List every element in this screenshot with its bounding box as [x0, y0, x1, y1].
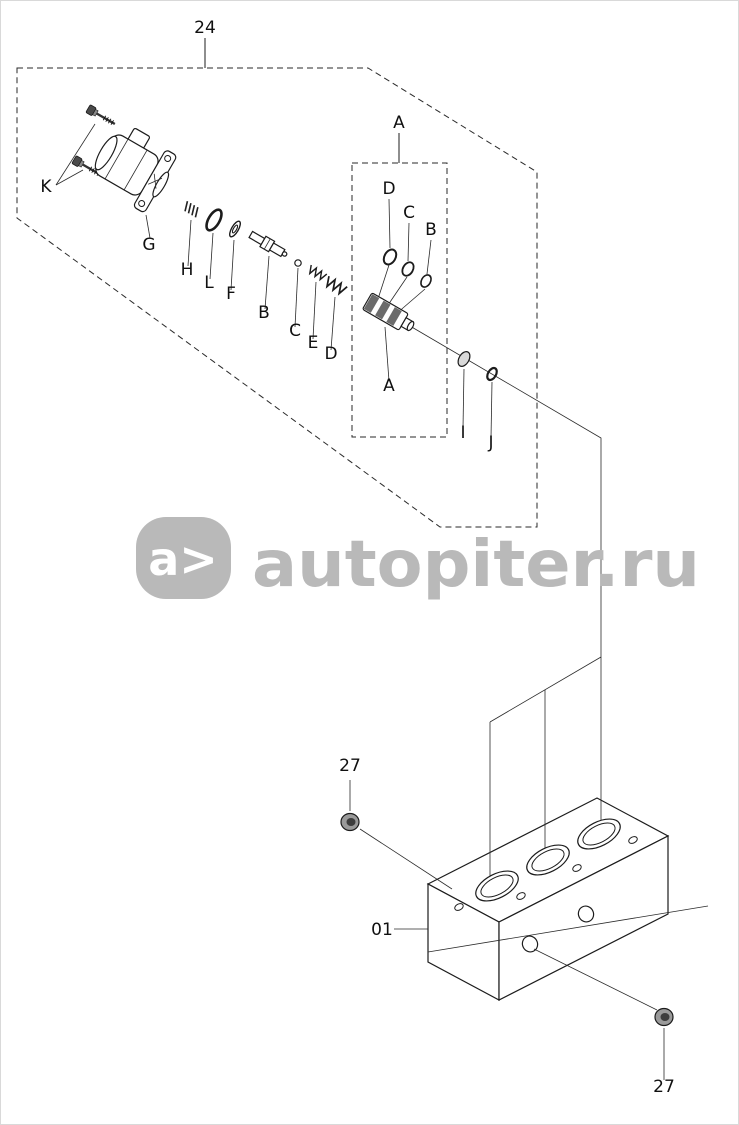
label-k: K [40, 177, 52, 197]
bolt-k-1 [85, 104, 116, 126]
label-b-ring: B [425, 220, 437, 240]
label-j: J [487, 433, 493, 453]
bolt-hole-4 [628, 836, 638, 844]
port-2 [526, 844, 570, 876]
bolt-hole-3 [572, 864, 582, 872]
plug-27-top [340, 812, 360, 832]
mounting-guide-line [489, 656, 602, 723]
bolt-hole-1 [454, 903, 464, 911]
side-port-2 [577, 905, 595, 923]
watermark-logo-text: a> [148, 532, 218, 586]
washer-i [457, 351, 471, 367]
oring-l [205, 208, 223, 232]
watermark-logo-shape [136, 517, 231, 599]
oring-d [382, 248, 398, 266]
block-connection-lines [359, 657, 709, 1011]
label-e: E [308, 333, 319, 353]
label-24: 24 [194, 18, 216, 38]
label-f: F [226, 284, 236, 304]
label-h: H [181, 260, 194, 280]
label-27-top: 27 [339, 756, 361, 776]
block-right-face [498, 835, 669, 1001]
label-b-spool: B [258, 303, 270, 323]
washer-f [229, 220, 241, 238]
port-3 [577, 818, 621, 850]
spring-d [325, 276, 348, 296]
side-port-1 [521, 935, 539, 953]
label-01: 01 [371, 920, 393, 940]
bolt-hole-2 [516, 892, 526, 900]
group-boundary-dashed [16, 67, 538, 528]
port-1 [475, 870, 519, 902]
label-d-ring: D [382, 179, 395, 199]
block-top-ports [454, 818, 638, 911]
label-g: G [142, 235, 155, 255]
cross-mark [148, 173, 163, 189]
oring-b [420, 274, 432, 288]
label-d-spring: D [324, 344, 337, 364]
cartridge-a [362, 292, 415, 332]
solenoid-part-g [94, 127, 177, 213]
label-l: L [204, 273, 214, 293]
subassembly-boundary-dashed [351, 162, 448, 438]
label-a-top: A [393, 113, 405, 133]
spring-e [308, 264, 328, 282]
label-c-ball: C [289, 321, 301, 341]
label-leader-lines [55, 123, 493, 439]
oring-c [401, 261, 415, 277]
spool-b [248, 230, 288, 258]
label-27-bottom: 27 [653, 1077, 675, 1097]
pin-spring-h [184, 200, 199, 218]
label-c-ring: C [403, 203, 415, 223]
label-a-cartridge: A [383, 376, 395, 396]
oring-j [486, 366, 498, 382]
watermark: a> autopiter.ru [136, 517, 700, 602]
assembly-leader-line [409, 325, 602, 657]
watermark-site-text: autopiter.ru [252, 528, 700, 602]
plug-27-bottom [654, 1007, 674, 1027]
ball-c [294, 259, 302, 267]
label-i: I [460, 423, 465, 443]
